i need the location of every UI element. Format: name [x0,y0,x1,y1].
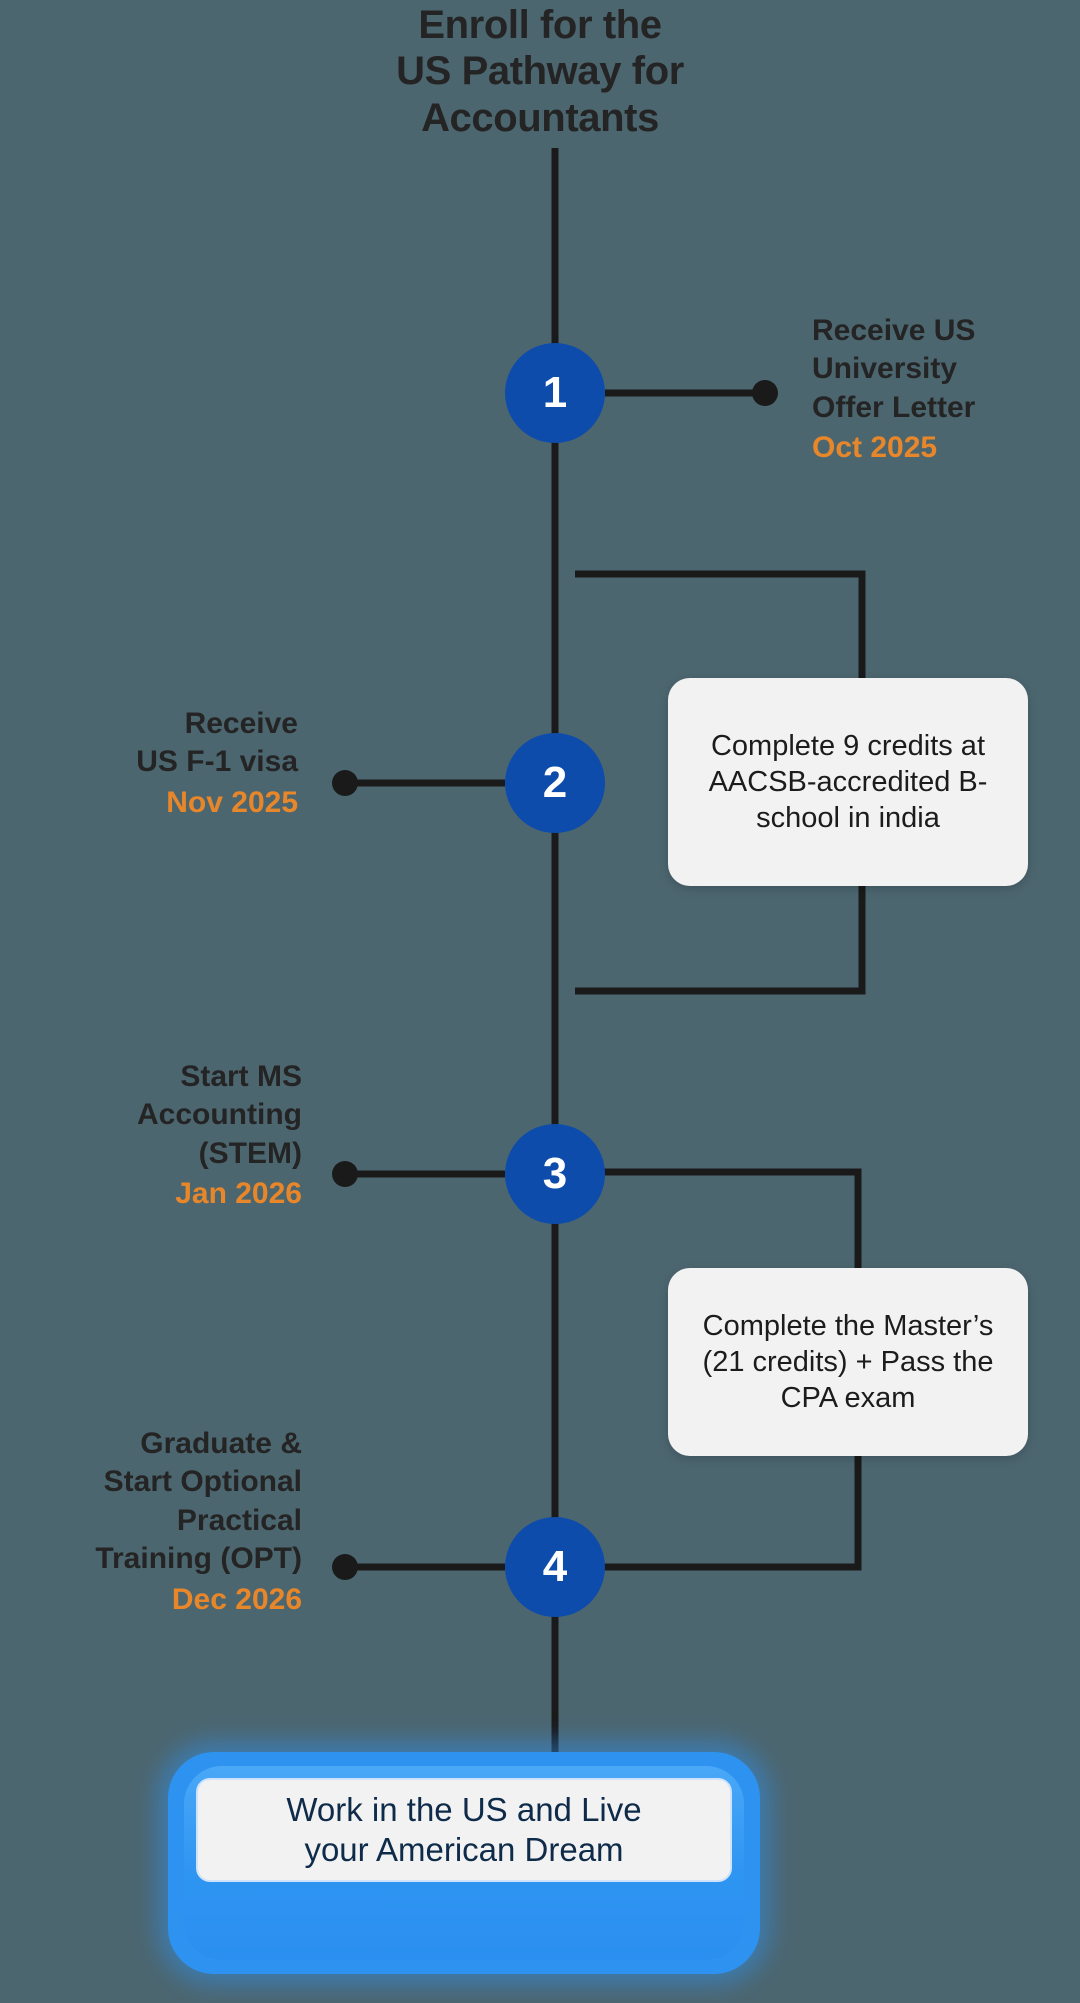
step-node-4[interactable]: 4 [505,1517,605,1617]
page-title: Enroll for the US Pathway for Accountant… [240,2,840,141]
step-3-label-line-2: Accounting [137,1098,302,1132]
banner-text-line-2: your American Dream [304,1831,624,1868]
step-1-label-line-2: University [812,352,958,386]
step-node-2-number: 2 [542,758,568,807]
callout-masters: Complete the Master’s (21 credits) + Pas… [668,1268,1028,1456]
step-2-label-line-2: US F-1 visa [136,745,298,779]
step-2-date: Nov 2025 [166,785,298,819]
step-4-connector-dot [332,1554,358,1580]
step-4-label: Graduate & Start Optional Practical Trai… [0,1425,302,1619]
step-3-label: Start MS Accounting (STEM) Jan 2026 [0,1058,302,1214]
step-1-label: Receive US University Offer Letter Oct 2… [812,312,1080,468]
step-4-label-line-1: Graduate & [140,1427,302,1460]
step-node-2[interactable]: 2 [505,733,605,833]
step-1-label-line-1: Receive US [812,314,976,347]
step-4-label-line-2: Start Optional [103,1465,302,1499]
step-2-label-line-1: Receive [184,707,298,740]
title-line-1: Enroll for the [418,3,662,47]
banner-card: Work in the US and Live your American Dr… [196,1778,732,1882]
callout-credits: Complete 9 credits at AACSB-accredited B… [668,678,1028,886]
step-4-label-line-3: Practical [176,1503,302,1537]
step-3-label-line-3: (STEM) [198,1136,302,1170]
step-4-date: Dec 2026 [171,1582,302,1616]
step-1-date: Oct 2025 [812,431,938,465]
callout-masters-text: Complete the Master’s (21 credits) + Pas… [702,1309,994,1415]
step-2-connector-dot [332,770,358,796]
step-3-date: Jan 2026 [175,1177,302,1211]
final-banner: Work in the US and Live your American Dr… [168,1752,760,1974]
step-node-3[interactable]: 3 [505,1124,605,1224]
step-node-1-number: 1 [542,368,568,417]
callout-credits-text: Complete 9 credits at AACSB-accredited B… [708,729,988,835]
step-1-label-line-3: Offer Letter [812,390,976,424]
step-2-label: Receive US F-1 visa Nov 2025 [0,705,298,822]
banner-text-line-1: Work in the US and Live [286,1790,642,1828]
step-4-label-line-4: Training (OPT) [95,1542,302,1576]
step-node-1[interactable]: 1 [505,343,605,443]
title-line-3: Accountants [421,95,659,140]
title-line-2: US Pathway for [396,49,684,94]
step-node-3-number: 3 [542,1149,568,1198]
step-3-connector-dot [332,1161,358,1187]
step-1-connector-dot [752,380,778,406]
step-3-label-line-1: Start MS [180,1060,302,1093]
step-node-4-number: 4 [542,1542,568,1591]
